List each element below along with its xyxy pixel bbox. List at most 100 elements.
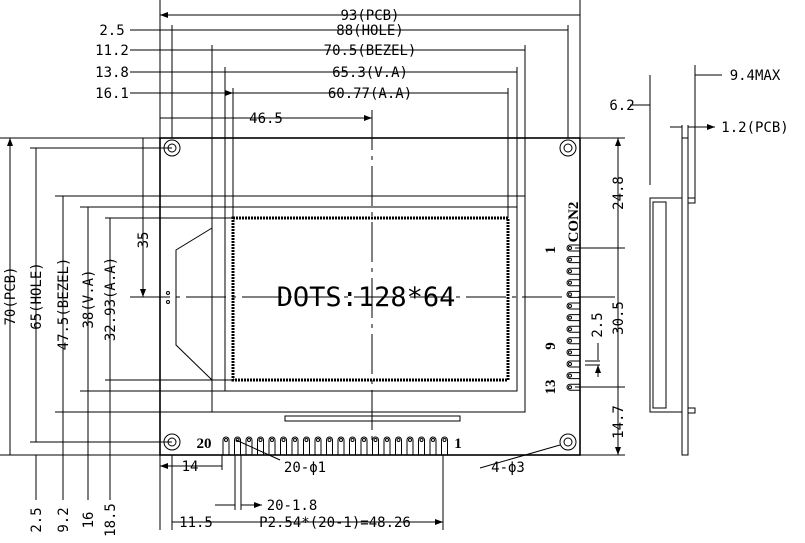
con2-pin	[566, 348, 580, 356]
dim-va-width: 65.3(V.A)	[332, 65, 408, 81]
pin-hole	[293, 438, 297, 442]
pin	[337, 436, 345, 455]
pin	[395, 436, 402, 455]
con2-pin-hole	[568, 350, 572, 355]
pin-hole	[281, 438, 286, 442]
svg-text:4-ϕ3: 4-ϕ3	[491, 460, 525, 476]
pin	[268, 436, 276, 455]
con2-pin	[566, 360, 580, 368]
svg-text:13: 13	[543, 380, 559, 395]
con2-pin	[566, 302, 580, 310]
con2-pin	[566, 290, 580, 298]
pin	[234, 436, 241, 455]
con2-pin	[566, 337, 580, 345]
pin	[418, 436, 425, 455]
svg-text:6.2: 6.2	[609, 98, 634, 114]
svg-text:65(HOLE): 65(HOLE)	[29, 262, 45, 329]
svg-text:35: 35	[136, 232, 152, 249]
pin	[372, 436, 379, 455]
pin-hole	[258, 438, 263, 442]
svg-text:2.5: 2.5	[29, 507, 45, 532]
bezel-outline	[211, 195, 526, 413]
con2-pin-hole	[568, 373, 572, 378]
pin	[257, 436, 264, 455]
pin	[245, 436, 253, 455]
svg-text:14.7: 14.7	[611, 405, 627, 439]
pin	[429, 436, 437, 455]
svg-text:9.4MAX: 9.4MAX	[730, 68, 781, 84]
svg-text:16: 16	[81, 512, 97, 529]
pin	[222, 436, 230, 455]
active-area	[231, 216, 510, 382]
con2-pin-hole	[568, 327, 572, 332]
dim-pcb-height: 70(PCB)	[3, 266, 19, 325]
con2-pin	[566, 244, 580, 252]
svg-text:20: 20	[197, 436, 212, 452]
pin	[280, 436, 287, 455]
con2-pin-hole	[568, 304, 572, 308]
con2-pin-hole	[568, 338, 572, 343]
svg-text:38(V.A): 38(V.A)	[81, 269, 97, 328]
pin-hole	[385, 438, 389, 442]
con2-pin	[566, 256, 580, 264]
mounting-holes	[163, 139, 577, 451]
dim-pcb-width: 93(PCB)	[340, 8, 399, 24]
svg-text:1: 1	[543, 246, 559, 254]
svg-text:20-1.8: 20-1.8	[267, 498, 318, 514]
svg-text:32.93(A.A): 32.93(A.A)	[103, 257, 119, 341]
con2-pin	[566, 372, 580, 380]
dim-center-x: 46.5	[249, 111, 283, 127]
svg-text:24.8: 24.8	[611, 176, 627, 210]
pin	[303, 436, 310, 455]
con2-pin-hole	[568, 246, 572, 250]
pin-hole	[396, 438, 401, 442]
svg-text:18.5: 18.5	[103, 503, 119, 537]
pin	[441, 436, 448, 455]
pin-hole	[304, 438, 309, 442]
svg-text:47.5(BEZEL): 47.5(BEZEL)	[56, 258, 72, 351]
con2-pin-hole	[568, 362, 572, 366]
svg-text:2.5: 2.5	[590, 312, 606, 337]
outline-geometry	[0, 0, 722, 530]
pin	[326, 436, 333, 455]
pin-hole	[270, 438, 274, 442]
pin-hole	[408, 438, 412, 442]
svg-text:11.2: 11.2	[95, 43, 129, 59]
con2-pin-hole	[568, 280, 572, 285]
con2-pin-hole	[568, 257, 572, 262]
pin	[360, 436, 368, 455]
pin	[406, 436, 414, 455]
svg-text:13.8: 13.8	[95, 65, 129, 81]
pin-hole	[224, 438, 228, 442]
viewing-area	[224, 206, 518, 392]
pin	[349, 436, 356, 455]
dim-hole-width: 88(HOLE)	[336, 23, 403, 39]
pin-hole	[316, 438, 320, 442]
labels: 93(PCB) 88(HOLE) 70.5(BEZEL) 65.3(V.A) 6…	[3, 8, 789, 537]
con2-pin-hole	[568, 315, 572, 320]
con2-pin	[566, 325, 580, 333]
svg-text:9: 9	[543, 342, 559, 350]
pin-hole	[442, 438, 447, 442]
pin	[291, 436, 299, 455]
svg-text:2.5: 2.5	[99, 23, 124, 39]
svg-text:30.5: 30.5	[611, 301, 627, 335]
pin-hole	[339, 438, 343, 442]
con2-pin-hole	[568, 292, 572, 297]
svg-text:1.2(PCB): 1.2(PCB)	[721, 120, 788, 136]
bottom-pins	[222, 436, 448, 455]
svg-text:11.5: 11.5	[179, 515, 213, 531]
pin	[383, 436, 391, 455]
con2-pins	[566, 244, 580, 391]
svg-text:9.2: 9.2	[56, 507, 72, 532]
svg-text:P2.54*(20-1)=48.26: P2.54*(20-1)=48.26	[259, 515, 411, 531]
svg-text:14: 14	[182, 459, 199, 475]
pin-hole	[247, 438, 251, 442]
con2-pin	[566, 314, 580, 322]
svg-text:1: 1	[454, 436, 462, 452]
pin-hole	[350, 438, 355, 442]
bezel-bevel	[175, 227, 213, 381]
dim-aa-width: 60.77(A.A)	[328, 86, 412, 102]
dim-bezel-width: 70.5(BEZEL)	[324, 43, 417, 59]
